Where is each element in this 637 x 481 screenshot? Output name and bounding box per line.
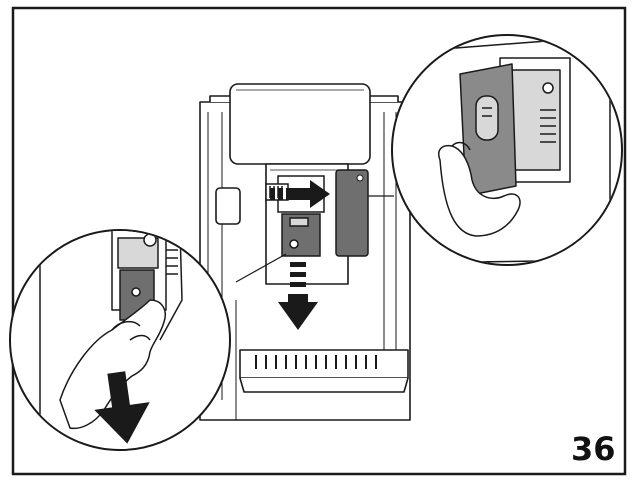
right-arrow-icon	[270, 180, 330, 208]
machine-top-cover	[229, 83, 371, 165]
callout-service-door-removal	[391, 34, 623, 266]
service-door	[335, 169, 369, 257]
callout-pointer-left	[235, 253, 287, 283]
down-arrow-icon	[94, 371, 150, 444]
page-number: 36	[571, 430, 616, 468]
control-panel	[215, 187, 241, 225]
brew-unit-lower	[281, 213, 321, 257]
callout-brew-unit-removal	[9, 229, 231, 451]
down-arrow-icon	[278, 262, 318, 330]
drip-tray-grille	[255, 355, 377, 369]
